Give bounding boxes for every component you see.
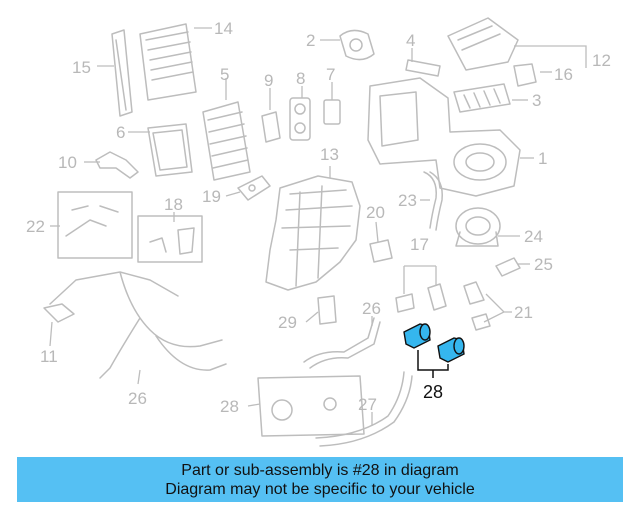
part-9 (261, 111, 281, 143)
part-2 (339, 29, 375, 61)
callout-15: 15 (72, 58, 91, 77)
callout-19: 19 (202, 187, 221, 206)
part-24 (455, 207, 501, 247)
callout-3: 3 (532, 91, 541, 110)
part-18 (137, 215, 203, 263)
part-26 (49, 271, 227, 379)
callout-12: 12 (592, 51, 611, 70)
part-13 (265, 175, 361, 291)
callout-labels: 15 14 5 6 10 2 9 8 7 4 12 16 3 1 13 19 1… (26, 19, 611, 416)
callout-24: 24 (524, 227, 543, 246)
callout-28: 28 (423, 382, 443, 402)
callout-29: 28 (220, 397, 239, 416)
part-12 (447, 17, 519, 71)
parts-diagram: 15 14 5 6 10 2 9 8 7 4 12 16 3 1 13 19 1… (26, 17, 611, 447)
part-27-lower (315, 371, 413, 447)
callout-1: 1 (538, 149, 547, 168)
callout-13: 13 (320, 145, 339, 164)
callout-14: 14 (214, 19, 233, 38)
part-21 (463, 281, 491, 331)
callout-2: 2 (306, 31, 315, 50)
part-4 (405, 59, 441, 77)
part-7 (323, 99, 341, 125)
callout-9: 9 (264, 71, 273, 90)
banner-line-2: Diagram may not be specific to your vehi… (165, 480, 475, 498)
part-3 (453, 83, 511, 113)
callout-22: 22 (26, 217, 45, 236)
callout-25: 25 (534, 255, 553, 274)
banner-line-1: Part or sub-assembly is #28 in diagram (181, 461, 459, 479)
callout-27-upper: 26 (362, 299, 381, 318)
part-14 (139, 23, 197, 101)
callout-8: 8 (296, 69, 305, 88)
part-23 (423, 171, 443, 231)
callout-18: 18 (164, 195, 183, 214)
callout-20: 20 (366, 203, 385, 222)
part-28-highlight (403, 323, 465, 378)
callout-23: 23 (398, 191, 417, 210)
part-1 (367, 77, 521, 197)
callout-4: 4 (406, 31, 415, 50)
part-27-upper (303, 317, 381, 369)
part-29 (257, 375, 365, 437)
callout-27-lower: 27 (358, 395, 377, 414)
info-banner: Part or sub-assembly is #28 in diagram D… (17, 457, 623, 502)
leader-lines (49, 27, 587, 426)
callout-16: 16 (554, 65, 573, 84)
part-19 (237, 175, 271, 201)
part-5 (202, 101, 251, 181)
callout-30: 29 (278, 313, 297, 332)
part-22 (57, 191, 133, 259)
callout-10: 10 (58, 153, 77, 172)
part-10 (95, 151, 139, 179)
callout-21: 21 (514, 303, 533, 322)
part-20 (369, 239, 393, 263)
part-6 (147, 123, 193, 177)
part-30 (317, 295, 337, 325)
callout-26: 26 (128, 389, 147, 408)
part-15 (111, 29, 133, 117)
callout-7: 7 (326, 65, 335, 84)
part-8 (289, 97, 311, 141)
callout-17: 17 (410, 235, 429, 254)
part-11 (43, 303, 75, 323)
callout-5: 5 (220, 65, 229, 84)
callout-6: 6 (116, 123, 125, 142)
part-25 (495, 257, 521, 277)
callout-11: 11 (40, 347, 58, 366)
part-16 (513, 63, 537, 87)
